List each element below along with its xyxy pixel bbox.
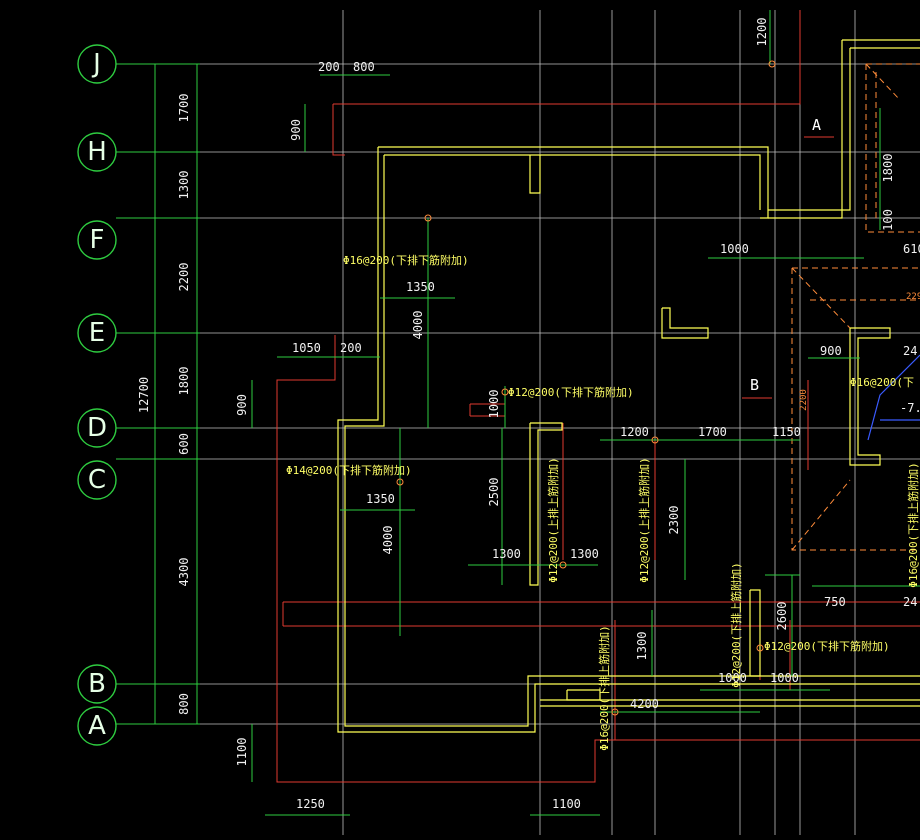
dim-seg-6: 4300 <box>177 558 191 587</box>
total-height-dim: 12700 <box>137 377 151 413</box>
left-dimension-chain: 12700 1700 1300 2200 1800 600 4300 800 <box>137 64 198 724</box>
dim-1300-lower: 1300 <box>635 632 649 661</box>
rebar-label-7: Φ12@200(下排下筋附加) <box>764 639 890 653</box>
dim-4000-upper: 4000 <box>411 311 425 340</box>
dim-200-mid: 200 <box>340 341 362 355</box>
dim-1000-mid: 1000 <box>487 390 501 419</box>
svg-text:H: H <box>87 137 107 167</box>
svg-text:B: B <box>88 669 106 699</box>
rebar-label-5: Φ12@200(上排上筋附加) <box>637 457 651 583</box>
rebar-label-6: Φ12@200(下排上筋附加) <box>729 562 743 688</box>
dim-900-mid: 900 <box>235 394 249 416</box>
dim-1300-left: 1300 <box>492 547 521 561</box>
elevation-neg7: -7.0 <box>900 401 920 415</box>
rebar-label-2: Φ12@200(下排下筋附加) <box>508 385 634 399</box>
dim-seg-4: 1800 <box>177 367 191 396</box>
dim-1000-lower-left: 1000 <box>718 671 747 685</box>
svg-text:D: D <box>87 413 107 443</box>
dim-1050: 1050 <box>292 341 321 355</box>
axis-C-bubble[interactable]: C <box>77 460 117 500</box>
rebar-annotations: Φ16@200(下排下筋附加) Φ12@200(下排下筋附加) Φ14@200(… <box>286 253 920 751</box>
region-A-label: A <box>812 116 821 134</box>
dim-seg-2: 1300 <box>177 171 191 200</box>
dim-750: 750 <box>824 595 846 609</box>
dim-610: 610 <box>903 242 920 256</box>
dim-4200: 4200 <box>630 697 659 711</box>
axis-F-bubble[interactable]: F <box>77 220 117 260</box>
rebar-label-4: Φ12@200(上排上筋附加) <box>546 457 560 583</box>
dim-seg-1: 1700 <box>177 94 191 123</box>
region-B-label: B <box>750 376 759 394</box>
dim-100-right: 100 <box>881 209 895 231</box>
dim-seg-3: 2200 <box>177 263 191 292</box>
dim-1150: 1150 <box>772 425 801 439</box>
dim-200-top: 200 <box>318 60 340 74</box>
dim-24-lower: 24 <box>903 595 917 609</box>
rebar-end-dots <box>396 60 776 716</box>
dim-1300-right: 1300 <box>570 547 599 561</box>
orange-dashed-pits <box>791 63 920 551</box>
dim-2300: 2300 <box>667 506 681 535</box>
dim-900-right: 900 <box>820 344 842 358</box>
dim-4000-lower: 4000 <box>381 526 395 555</box>
green-dimension-lines <box>251 10 920 816</box>
svg-text:A: A <box>88 711 106 741</box>
dim-1350-upper: 1350 <box>406 280 435 294</box>
rebar-label-10: Φ16@200(下排上筋附加) <box>906 462 920 588</box>
dim-2200-red: 2200 <box>799 389 809 411</box>
dimension-texts: 200 800 900 1200 1350 4000 1050 200 900 … <box>235 18 920 811</box>
svg-text:E: E <box>89 318 105 348</box>
dim-1250: 1250 <box>296 797 325 811</box>
svg-text:F: F <box>90 225 105 255</box>
dim-seg-7: 800 <box>177 693 191 715</box>
region-markers: A B <box>742 116 834 399</box>
dim-1700: 1700 <box>698 425 727 439</box>
rebar-label-8: Φ16@200(下排上筋附加) <box>597 625 611 751</box>
dim-1100-left: 1100 <box>235 738 249 767</box>
dim-2500: 2500 <box>487 478 501 507</box>
dim-1800-right: 1800 <box>881 154 895 183</box>
dim-1200-mid: 1200 <box>620 425 649 439</box>
dim-2600: 2600 <box>775 602 789 631</box>
axis-bubbles: J H F E D C B A <box>77 44 200 746</box>
dim-seg-5: 600 <box>177 433 191 455</box>
svg-text:C: C <box>88 465 106 495</box>
yellow-walls <box>337 39 920 733</box>
rebar-label-3: Φ14@200(下排下筋附加) <box>286 463 412 477</box>
dim-1000-upper-right: 1000 <box>720 242 749 256</box>
horizontal-grid-lines <box>120 63 920 725</box>
dim-229: 229 <box>906 292 920 302</box>
dim-900-left: 900 <box>289 119 303 141</box>
rebar-label-1: Φ16@200(下排下筋附加) <box>343 253 469 267</box>
dim-24-upper: 24 <box>903 344 917 358</box>
dim-1100-bottom: 1100 <box>552 797 581 811</box>
dim-1000-lower-right: 1000 <box>770 671 799 685</box>
dim-1200-top-right: 1200 <box>755 18 769 47</box>
svg-text:J: J <box>91 49 101 79</box>
dim-800-top: 800 <box>353 60 375 74</box>
rebar-label-9: Φ16@200(下 <box>850 376 914 389</box>
blue-sump <box>867 354 920 441</box>
dim-1350-lower: 1350 <box>366 492 395 506</box>
red-slab-outline <box>276 10 920 783</box>
axis-A-bubble[interactable]: A <box>77 706 117 746</box>
